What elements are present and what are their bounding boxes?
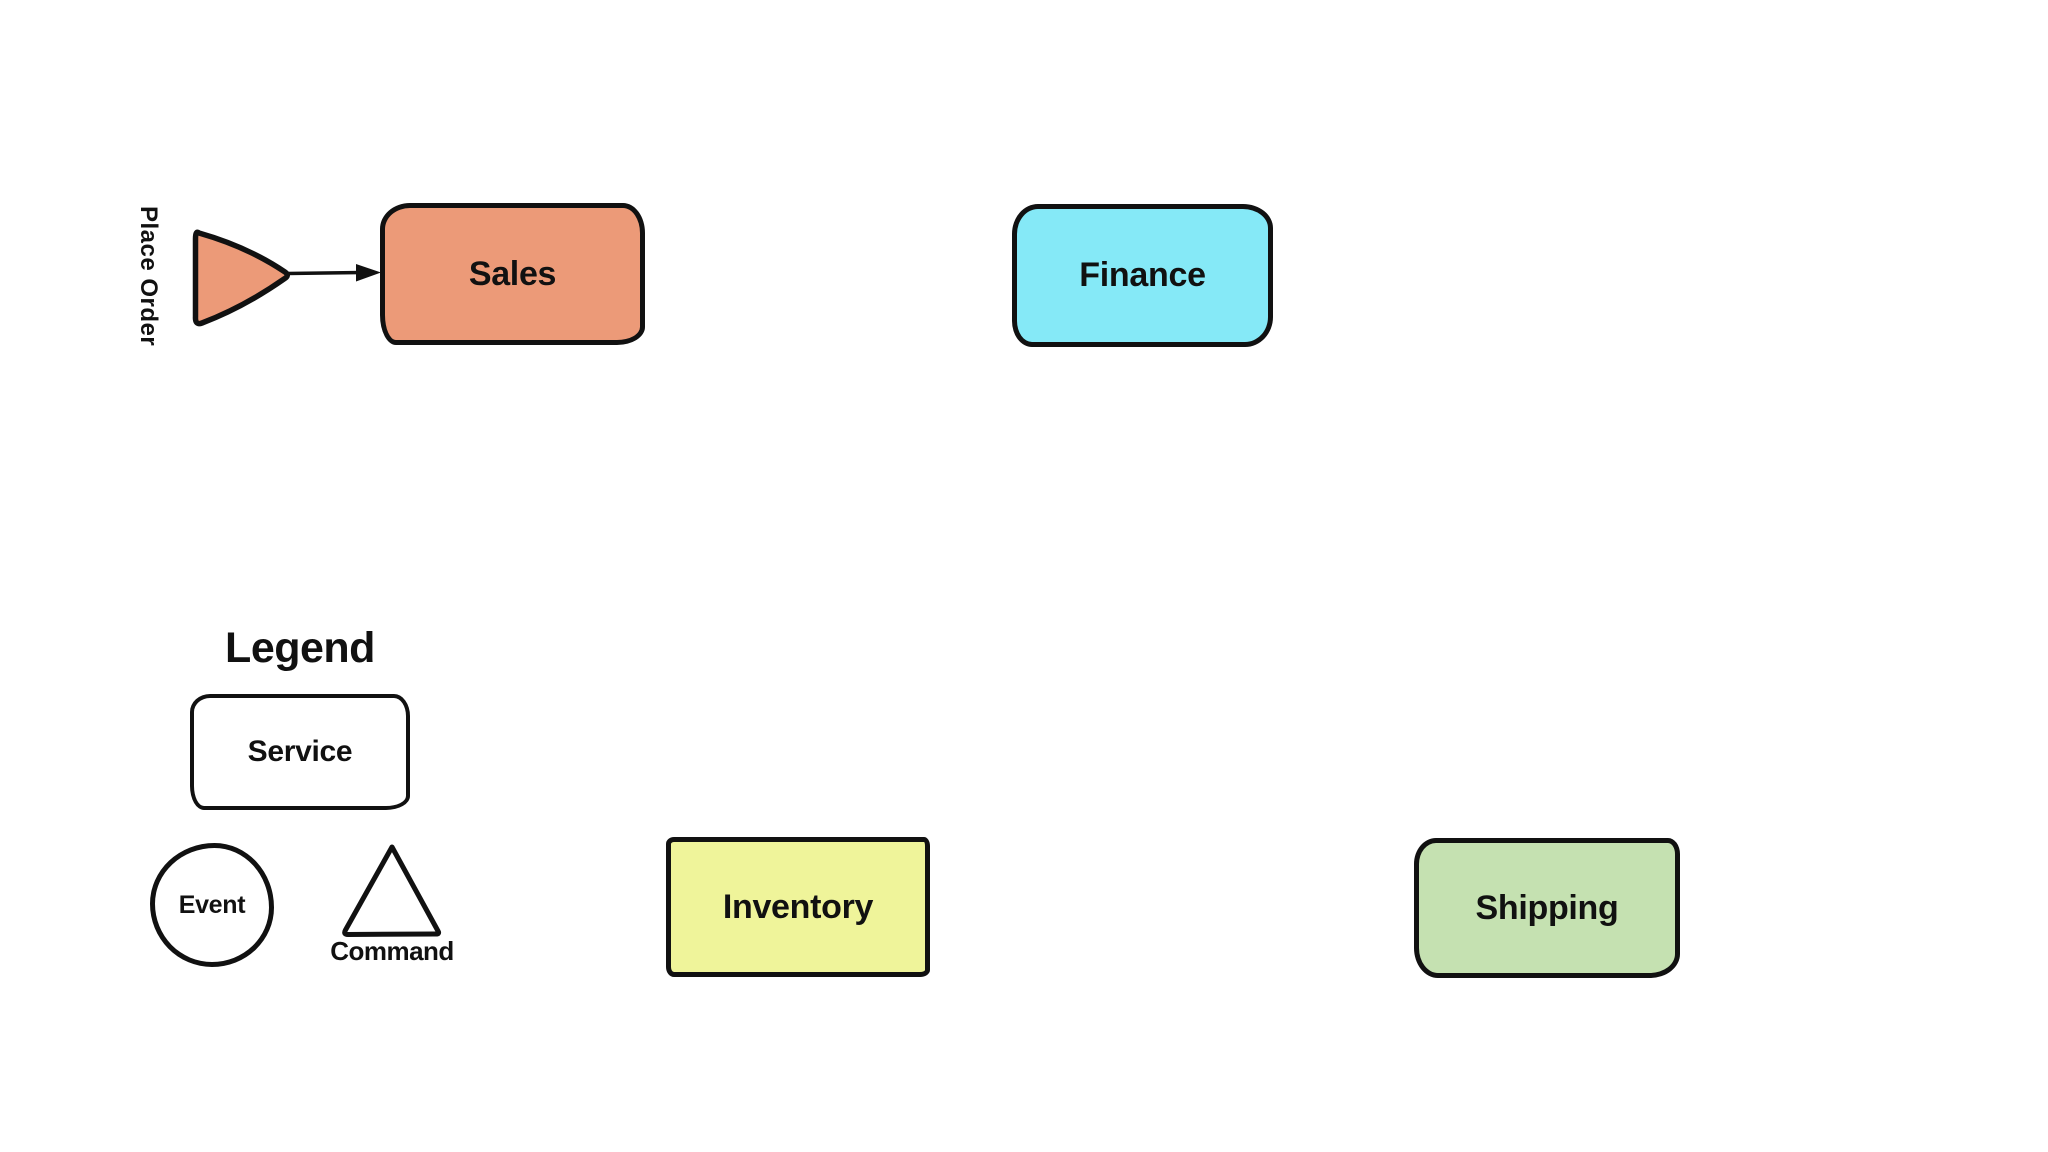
legend-command-label: Command (330, 936, 454, 966)
node-finance[interactable]: Finance (1012, 204, 1273, 347)
arrowhead-icon (356, 264, 381, 282)
legend-event-label: Event (178, 890, 246, 919)
legend-service-label: Service (247, 735, 353, 768)
legend-service-shape[interactable]: Service (190, 694, 410, 810)
place-order-triangle-shape[interactable] (186, 220, 300, 330)
node-shipping-label: Shipping (1475, 888, 1619, 927)
node-inventory[interactable]: Inventory (666, 837, 930, 977)
node-shipping[interactable]: Shipping (1414, 838, 1680, 978)
legend-command-triangle-shape[interactable] (337, 840, 447, 940)
place-order-label: Place Order (135, 206, 162, 347)
node-finance-label: Finance (1079, 256, 1206, 294)
node-inventory-label: Inventory (722, 887, 874, 926)
command-triangle-path (342, 844, 442, 937)
node-sales-label: Sales (468, 254, 557, 293)
legend-event-shape[interactable]: Event (150, 843, 274, 967)
legend-title: Legend (225, 624, 375, 672)
arrow-connector[interactable] (282, 252, 384, 296)
node-sales[interactable]: Sales (380, 203, 645, 345)
arrow-line (286, 270, 363, 276)
triangle-shape-path (192, 229, 290, 327)
